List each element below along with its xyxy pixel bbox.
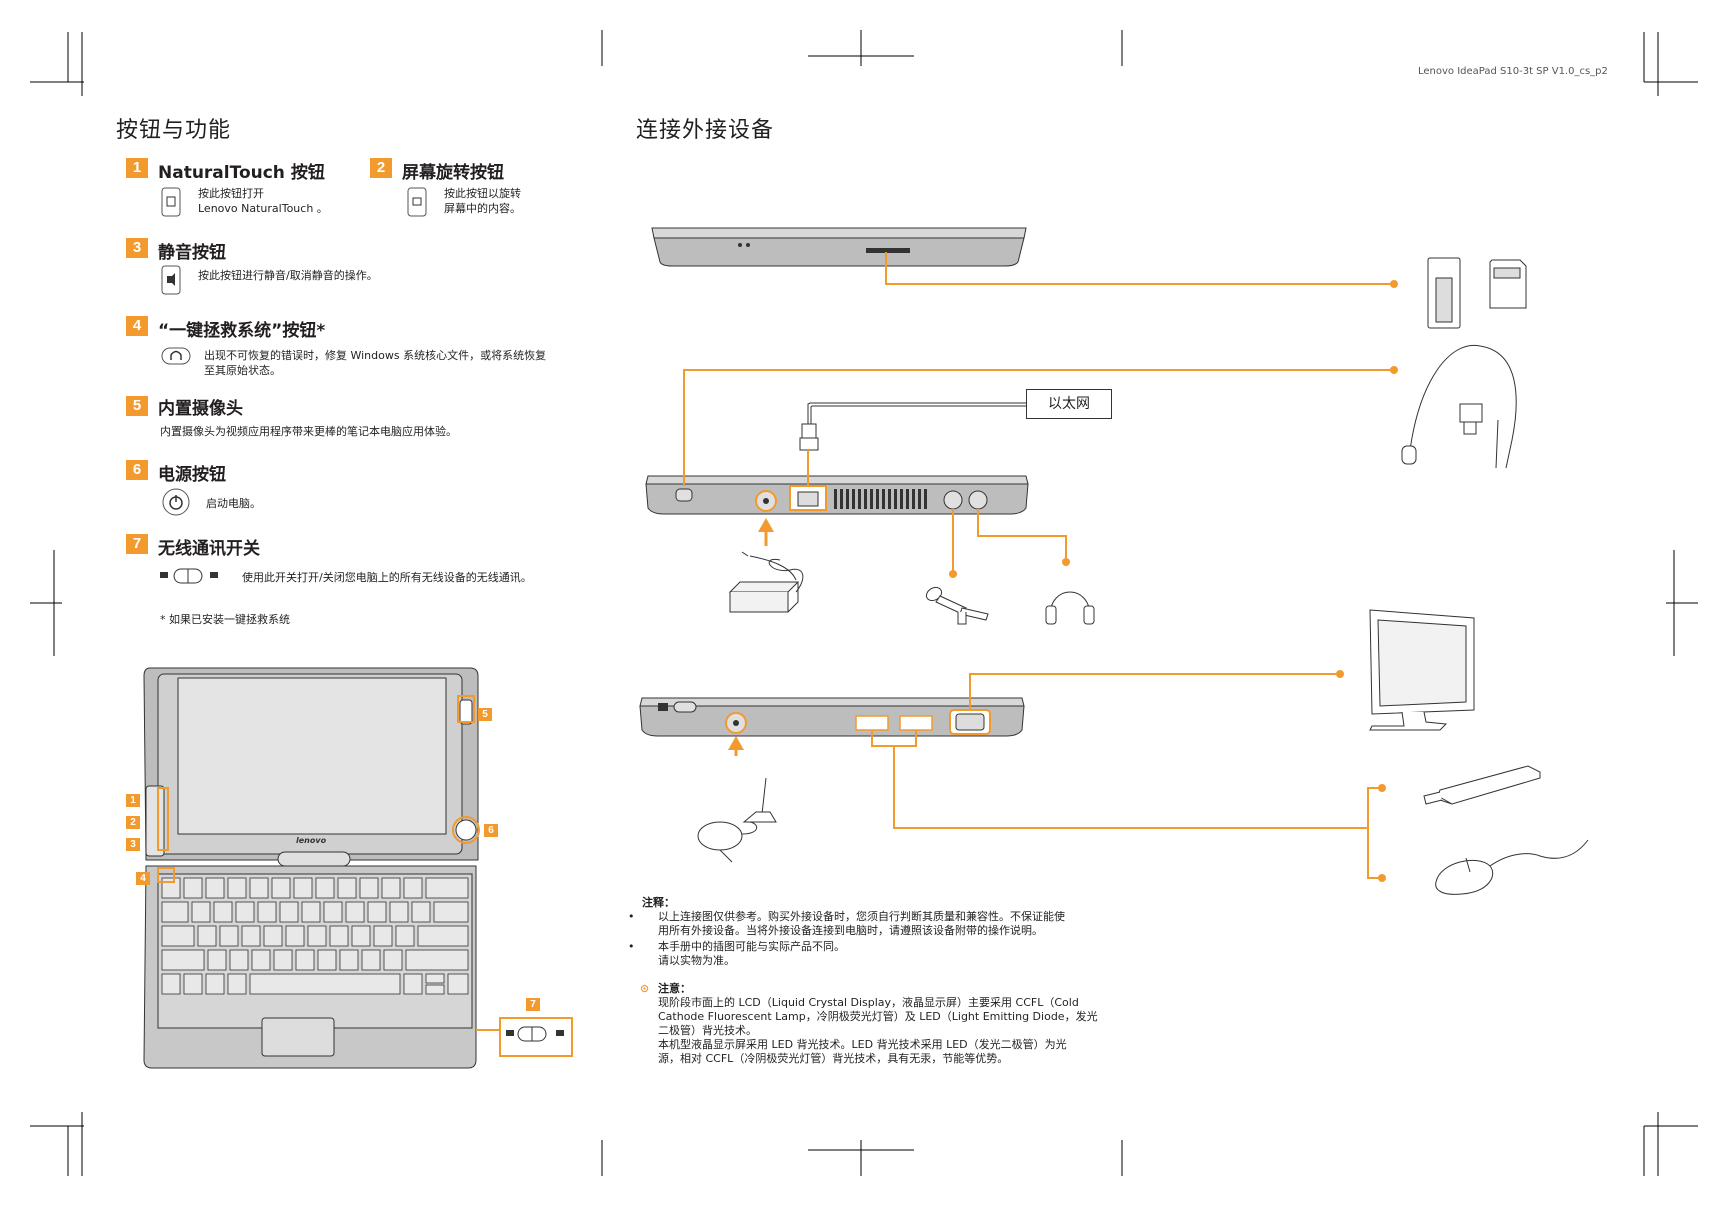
- wireless-switch-icon: [160, 568, 218, 584]
- diagram-label-5: 5: [478, 708, 492, 721]
- item-1-number: 1: [126, 158, 148, 178]
- item-1-desc-1: 按此按钮打开: [198, 187, 264, 200]
- notes-heading: 注释：: [642, 896, 675, 909]
- item-4-title: “一键拯救系统”按钮*: [158, 321, 326, 341]
- diagram-label-6: 6: [484, 824, 498, 837]
- item-3-number: 3: [126, 238, 148, 258]
- diagram-label-3: 3: [126, 838, 140, 851]
- item-3-desc-1: 按此按钮进行静音/取消静音的操作。: [198, 269, 378, 282]
- headphones-icon: [1045, 591, 1095, 625]
- laptop-right-side: [639, 697, 1025, 737]
- note-2-line-1: 本手册中的插图可能与实际产品不同。: [658, 940, 845, 953]
- attention-line-3: 二极管）背光技术。: [658, 1024, 757, 1037]
- attention-heading: 注意：: [658, 982, 691, 995]
- diagram-label-4: 4: [136, 872, 150, 885]
- right-section-title: 连接外接设备: [636, 118, 775, 143]
- item-1-desc-2: Lenovo NaturalTouch 。: [198, 202, 328, 215]
- note-1-line-1: 以上连接图仅供参考。购买外接设备时，您须自行判断其质量和兼容性。不保证能使: [658, 910, 1065, 923]
- mute-button-icon: [161, 265, 181, 295]
- attention-line-5: 源，相对 CCFL（冷阴极荧光灯管）背光技术，具有无汞，节能等优势。: [658, 1052, 1009, 1065]
- rotate-button-icon: [407, 187, 427, 217]
- note-2-line-2: 请以实物为准。: [658, 954, 735, 967]
- left-section-title: 按钮与功能: [116, 118, 232, 143]
- laptop-top-view: [143, 667, 479, 1069]
- power-button-icon: [162, 488, 190, 516]
- item-7-number: 7: [126, 534, 148, 554]
- laptop-front-view: [651, 227, 1027, 267]
- wireless-callout: [499, 1017, 573, 1057]
- item-5-desc-1: 内置摄像头为视频应用程序带来更棒的笔记本电脑应用体验。: [160, 425, 457, 438]
- note-1-line-2: 用所有外接设备。当将外接设备连接到电脑时，请遵照该设备附带的操作说明。: [658, 924, 1043, 937]
- item-5-number: 5: [126, 396, 148, 416]
- ethernet-cable: [799, 402, 1026, 451]
- document-code: Lenovo IdeaPad S10-3t SP V1.0_cs_p2: [1418, 66, 1608, 77]
- naturaltouch-button-icon: [161, 187, 181, 217]
- microphone-icon: [925, 586, 989, 625]
- laptop-brand: lenovo: [296, 836, 327, 845]
- mouse-icon: [1435, 839, 1589, 895]
- monitor-icon: [1369, 609, 1475, 731]
- item-6-title: 电源按钮: [158, 465, 226, 485]
- item-7-desc-1: 使用此开关打开/关闭您电脑上的所有无线设备的无线通讯。: [242, 571, 532, 584]
- item-4-desc-2: 至其原始状态。: [204, 364, 281, 377]
- attention-line-4: 本机型液晶显示屏采用 LED 背光技术。LED 背光技术采用 LED（发光二极管…: [658, 1038, 1067, 1051]
- usb-drive-icon: [1423, 765, 1541, 805]
- footnote: * 如果已安装一键拯救系统: [160, 613, 290, 626]
- memory-card-icon: [1427, 257, 1527, 329]
- attention-icon: ⊙: [640, 982, 650, 995]
- item-2-title: 屏幕旋转按钮: [402, 163, 504, 183]
- laptop-left-side: [645, 475, 1029, 515]
- attention-line-2: Cathode Fluorescent Lamp，冷阴极荧光灯管）及 LED（L…: [658, 1010, 1098, 1023]
- diagram-label-2: 2: [126, 816, 140, 829]
- ethernet-label: 以太网: [1026, 389, 1112, 419]
- bullet-dot-2: •: [628, 940, 635, 953]
- attention-line-1: 现阶段市面上的 LCD（Liquid Crystal Display，液晶显示屏…: [658, 996, 1079, 1009]
- security-lock-icon: [1401, 344, 1517, 469]
- onekey-rescue-icon: [161, 347, 191, 365]
- item-3-title: 静音按钮: [158, 243, 226, 263]
- item-4-desc-1: 出现不可恢复的错误时，修复 Windows 系统核心文件，或将系统恢复: [204, 349, 547, 362]
- item-2-number: 2: [370, 158, 392, 178]
- tv-antenna-icon: [697, 777, 777, 863]
- item-2-desc-2: 屏幕中的内容。: [444, 202, 521, 215]
- item-5-title: 内置摄像头: [158, 399, 243, 419]
- item-6-number: 6: [126, 460, 148, 480]
- diagram-label-1: 1: [126, 794, 140, 807]
- item-2-desc-1: 按此按钮以旋转: [444, 187, 521, 200]
- diagram-label-7: 7: [526, 998, 540, 1011]
- bullet-dot-1: •: [628, 910, 635, 923]
- item-4-number: 4: [126, 316, 148, 336]
- item-1-title: NaturalTouch 按钮: [158, 163, 325, 183]
- item-7-title: 无线通讯开关: [158, 539, 260, 559]
- item-6-desc-1: 启动电脑。: [206, 497, 261, 510]
- power-adapter-icon: [728, 551, 804, 613]
